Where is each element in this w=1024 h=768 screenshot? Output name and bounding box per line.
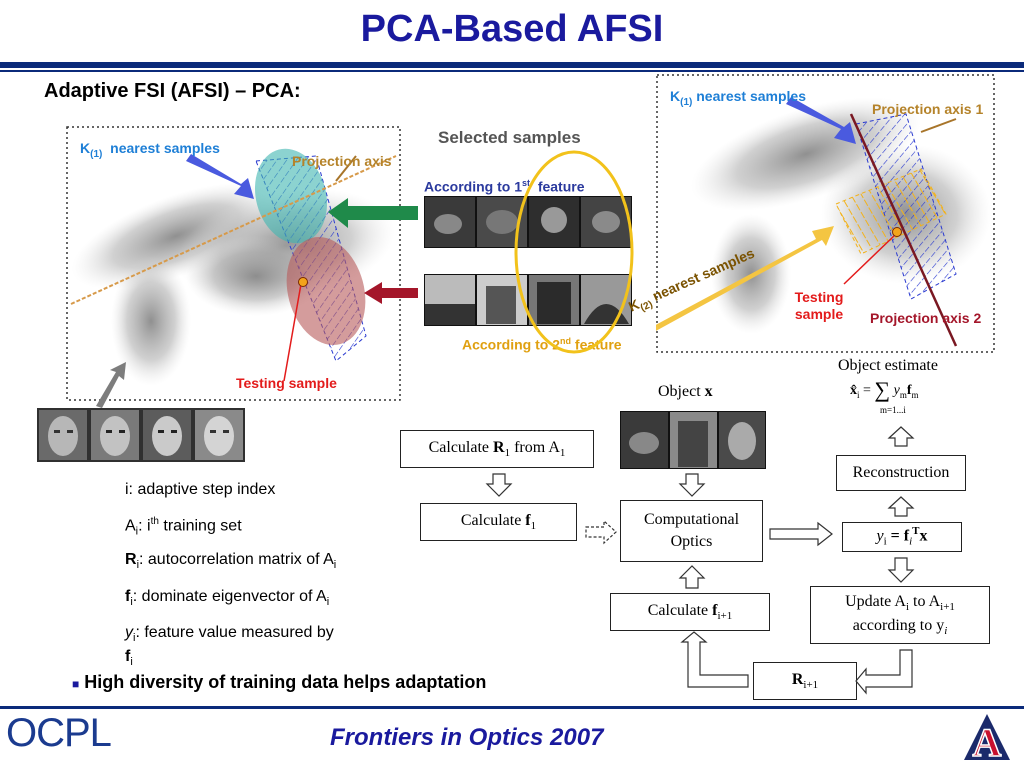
training-faces-strip <box>37 408 245 462</box>
left-k1-label: K(1) nearest samples <box>80 140 220 160</box>
feature-2-images <box>424 274 632 326</box>
projection-axis-1-pointer <box>920 118 957 133</box>
yi-box: yi = fiTx <box>842 522 962 552</box>
right-scatter-panel <box>656 74 995 353</box>
arrow-R-to-fi <box>680 631 749 688</box>
feature-1-label: According to 1st feature <box>424 178 585 195</box>
k1-ellipse <box>254 148 328 244</box>
object-images <box>620 411 766 469</box>
legend-i: i: adaptive step index <box>125 481 276 498</box>
page-title: PCA-Based AFSI <box>360 8 664 50</box>
projection-axis-2-line <box>849 113 958 347</box>
selected-samples-title: Selected samples <box>438 128 581 147</box>
conference-name: Frontiers in Optics 2007 <box>330 724 604 751</box>
face-3 <box>143 410 191 460</box>
object-label: Object x <box>658 383 713 400</box>
bullet-square-icon: ■ <box>72 677 80 691</box>
right-k1-label: K(1) nearest samples <box>670 88 806 108</box>
arrow-fi-to-optics <box>678 565 706 589</box>
arrow-recon-to-estimate <box>887 426 915 447</box>
selection-overlay <box>328 150 634 354</box>
grey-up-arrow <box>96 362 126 408</box>
legend-f: fi: dominate eigenvector of Ai <box>125 588 330 609</box>
reconstruction-box: Reconstruction <box>836 455 966 491</box>
arrow-update-to-R <box>855 649 913 695</box>
estimate-formula: x̂i = ∑ ymfm <box>850 377 919 402</box>
arrow-f1-to-optics <box>585 519 617 545</box>
k2-region <box>835 168 947 255</box>
slide-subtitle: Adaptive FSI (AFSI) – PCA: <box>44 80 301 102</box>
left-projection-axis-label: Projection axis <box>292 153 392 169</box>
right-panel-border <box>656 74 995 353</box>
feature-1-images <box>424 196 632 248</box>
face-4 <box>195 410 243 460</box>
maroon-arrow <box>364 282 418 304</box>
estimate-label: Object estimate <box>838 357 938 374</box>
R-next-box: Ri+1 <box>753 662 857 700</box>
arrow-yi-to-update <box>887 557 915 583</box>
arrow-optics-to-yi <box>769 521 833 547</box>
legend-y-f: fi <box>125 648 133 669</box>
arrow-yi-to-recon <box>887 496 915 517</box>
arrow-object-to-optics <box>678 473 706 497</box>
projection-axis-pointer <box>335 155 357 182</box>
footer-rule <box>0 706 1024 709</box>
arrow-R1-to-f1 <box>485 473 513 497</box>
testing-sample-pointer <box>283 283 302 382</box>
k1-arrow <box>186 154 254 199</box>
right-projection-axis-2-label: Projection axis 2 <box>870 310 982 326</box>
legend-A: Ai: ith training set <box>125 516 242 538</box>
face-2 <box>91 410 139 460</box>
right-k1-arrow <box>786 97 856 144</box>
right-projection-axis-1-label: Projection axis 1 <box>872 101 984 117</box>
face-1 <box>39 410 87 460</box>
legend-y: yi: feature value measured by <box>125 624 334 645</box>
cloud-lower <box>111 256 191 386</box>
left-scatter-panel <box>66 126 401 401</box>
calc-fi-box: Calculate fi+1 <box>610 593 770 631</box>
k2-arrow <box>656 226 834 331</box>
svg-text:A: A <box>973 720 1002 764</box>
test-ellipse <box>286 236 366 346</box>
update-box: Update Ai to Ai+1 according to yi <box>810 586 990 644</box>
title-rule-thin <box>0 70 1024 72</box>
legend-R: Ri: autocorrelation matrix of Ai <box>125 551 337 572</box>
right-testing-dot <box>892 227 902 237</box>
left-testing-sample-label: Testing sample <box>236 375 337 391</box>
right-testing-pointer <box>843 233 897 285</box>
sum-subscript: m=1...i <box>880 405 906 415</box>
projection-axis-line <box>70 155 397 305</box>
selection-ring <box>514 150 634 354</box>
ocpl-logo: OCPL <box>6 711 112 755</box>
calc-f1-box: Calculate f1 <box>420 503 577 541</box>
bullet-point: ■ High diversity of training data helps … <box>72 672 487 692</box>
university-seal-icon: A <box>964 714 1010 764</box>
left-panel-border <box>66 126 401 401</box>
title-rule <box>0 62 1024 68</box>
testing-sample-dot <box>298 277 308 287</box>
green-arrow <box>328 198 418 228</box>
calc-R1-box: Calculate R1 from A1 <box>400 430 594 468</box>
